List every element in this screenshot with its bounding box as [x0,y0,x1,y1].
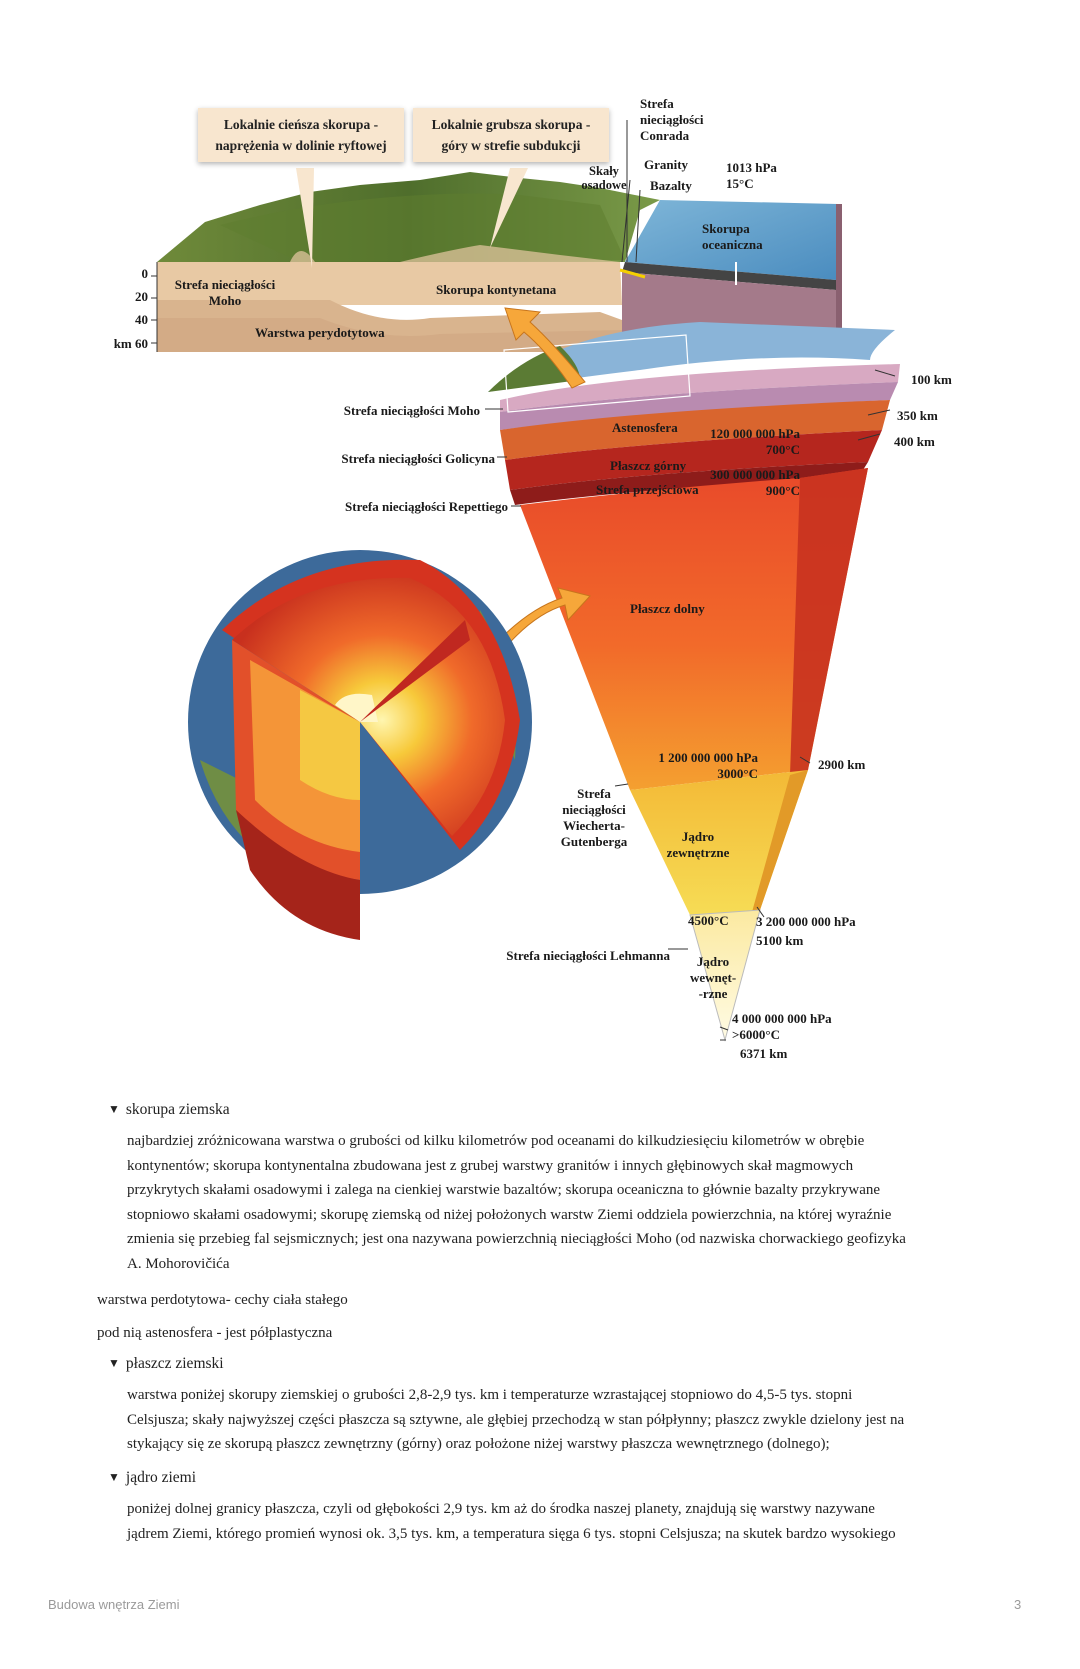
label-golicyn: Strefa nieciągłości Golicyna [341,451,495,466]
text-line: przykrytych skałami osadowymi i zalega n… [127,1182,881,1198]
label-lehmann: Strefa nieciągłości Lehmanna [506,948,670,963]
triangle-down-icon: ▼ [108,1102,120,1116]
text-line: jądrem Ziemi, którego promień wynosi ok.… [127,1525,896,1542]
footer-title: Budowa wnętrza Ziemi [48,1597,180,1612]
text-line: stopniowo skałami osadowymi; skorupę zie… [127,1206,892,1223]
label-lower-mantle: Płaszcz dolny [630,601,705,616]
earth-structure-diagram [151,120,900,1042]
toggle-core-label: jądro ziemi [125,1469,197,1486]
depth-0: 0 [141,266,149,281]
depth-2900: 2900 km [818,757,866,772]
label-inner-core: Jądro wewnęt- -rzne [690,954,737,1001]
toggle-crust[interactable]: ▼ skorupa ziemska [108,1101,230,1119]
toggle-core[interactable]: ▼ jądro ziemi [108,1469,196,1487]
text-line: najbardziej zróżnicowana warstwa o grubo… [127,1133,865,1149]
globe-cutaway [188,550,532,940]
depth-40: 40 [135,312,148,327]
label-transition-zone: Strefa przejściowa [596,482,699,497]
label-center-conditions: 4 000 000 000 hPa >6000°C [732,1011,832,1042]
text-line: Celsjusza; skały najwyższej części płasz… [127,1411,905,1428]
label-upper-mantle-conditions: 300 000 000 hPa 900°C [710,467,800,498]
label-conrad: Strefa nieciągłości Conrada [640,96,704,143]
section-mantle-text: warstwa poniżej skorupy ziemskiej o grub… [127,1383,975,1457]
callout-thick-crust: Lokalnie grubsza skorupa - góry w strefi… [413,108,609,162]
label-wiechert: Strefa nieciągłości Wiecherta- Gutenberg… [560,786,628,849]
section-core-text: poniżej dolnej granicy płaszcza, czyli o… [127,1497,975,1546]
label-asthenosphere: Astenosfera [612,420,678,435]
label-sedimentary: Skały osadowe [581,164,627,192]
label-outer-core-base: 3 200 000 000 hPa 5100 km [756,914,856,948]
label-peridotite: Warstwa perydotytowa [255,325,385,340]
depth-400: 400 km [894,434,935,449]
depth-100: 100 km [911,372,952,387]
label-moho-block: Strefa nieciągłości Moho [174,277,276,308]
label-upper-mantle: Płaszcz górny [610,458,687,473]
callout-thin-crust: Lokalnie cieńsza skorupa - naprężenia w … [198,108,404,162]
section-crust-text: najbardziej zróżnicowana warstwa o grubo… [127,1129,975,1276]
label-repetti: Strefa nieciągłości Repettiego [345,499,508,514]
label-temp-4500: 4500°C [688,913,729,928]
text-line: poniżej dolnej granicy płaszcza, czyli o… [127,1501,875,1517]
text-line: A. Mohorovičića [127,1255,230,1272]
text-line: zmienia się przebieg fal sejsmicznych; j… [127,1231,906,1247]
label-basalts: Bazalty [650,178,692,193]
earth-structure-figure: Lokalnie cieńsza skorupa - naprężenia w … [113,96,952,1061]
triangle-down-icon: ▼ [108,1356,120,1370]
footer-page-number: 3 [1014,1597,1022,1612]
depth-60: km 60 [113,336,148,351]
label-continental-crust: Skorupa kontynetana [436,282,557,297]
earth-wedge [485,307,900,1042]
text-line: stykający się ze skorupą płaszcz zewnętr… [127,1436,830,1452]
depth-6371: 6371 km [740,1046,788,1061]
triangle-down-icon: ▼ [108,1470,120,1484]
note-astenosfera: pod nią astenosfera - jest półplastyczna [97,1325,333,1341]
label-asthenosphere-conditions: 120 000 000 hPa 700°C [710,426,800,457]
label-granites: Granity [644,157,689,172]
label-moho: Strefa nieciągłości Moho [343,403,480,418]
text-line: warstwa poniżej skorupy ziemskiej o grub… [127,1387,853,1403]
label-oceanic-crust: Skorupa oceaniczna [702,221,763,252]
label-outer-core: Jądro zewnętrzne [666,829,730,860]
text-line: kontynentów; skorupa kontynentalna zbudo… [127,1157,854,1174]
crust-block [151,120,842,352]
note-perydotyt: warstwa perdotytowa- cechy ciała stałego [97,1292,348,1308]
toggle-crust-label: skorupa ziemska [125,1101,230,1118]
label-surface-conditions: 1013 hPa 15°C [726,160,777,191]
toggle-mantle[interactable]: ▼ płaszcz ziemski [108,1355,224,1373]
depth-350: 350 km [897,408,938,423]
label-mantle-base-conditions: 1 200 000 000 hPa 3000°C [658,750,758,781]
toggle-mantle-label: płaszcz ziemski [125,1355,224,1372]
depth-20: 20 [135,289,148,304]
